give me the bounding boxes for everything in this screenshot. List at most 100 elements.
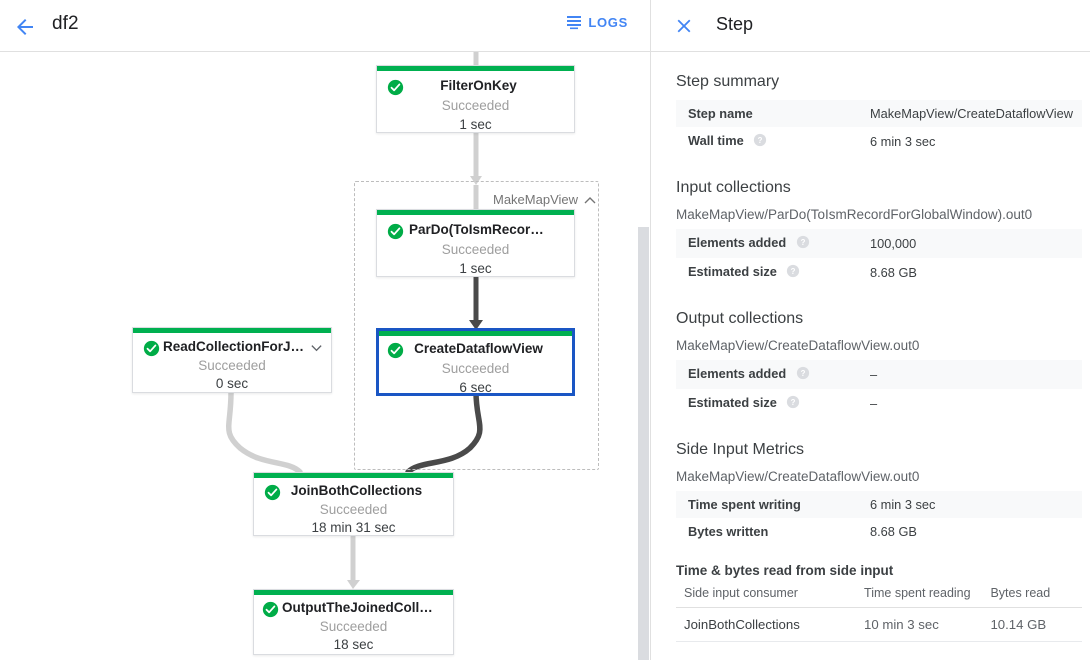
cell-time: 10 min 3 sec — [856, 607, 983, 642]
node-time: 18 min 31 sec — [311, 520, 396, 535]
check-circle-icon — [264, 484, 281, 501]
node-status: Succeeded — [319, 619, 388, 634]
row-value: 6 min 3 sec — [870, 134, 936, 149]
node-status-bar — [379, 331, 572, 336]
chevron-down-icon[interactable] — [310, 341, 323, 354]
table-row: Time spent writing 6 min 3 sec — [676, 491, 1082, 518]
job-graph-canvas[interactable]: MakeMapView FilterOnKey Succeeded 1 sec — [0, 52, 650, 660]
node-status-bar — [254, 590, 453, 595]
row-key: Bytes written — [688, 524, 769, 539]
column-header-bytes: Bytes read — [982, 580, 1082, 608]
node-status: Succeeded — [441, 98, 510, 113]
table-row[interactable]: JoinBothCollections 10 min 3 sec 10.14 G… — [676, 607, 1082, 642]
help-icon[interactable]: ? — [753, 133, 767, 150]
check-circle-icon — [262, 601, 279, 618]
node-time: 18 sec — [333, 637, 374, 652]
cell-consumer: JoinBothCollections — [676, 607, 857, 642]
row-key: Time spent writing — [688, 497, 801, 512]
section-output-collections: Output collections MakeMapView/CreateDat… — [651, 309, 1090, 418]
row-value: 8.68 GB — [870, 524, 917, 539]
graph-node-outputthejoinedcollec[interactable]: OutputTheJoinedCollec… Succeeded 18 sec — [253, 589, 454, 655]
spacer — [651, 418, 1090, 440]
column-header-time: Time spent reading — [856, 580, 983, 608]
help-icon[interactable]: ? — [796, 366, 810, 383]
logs-button[interactable]: LOGS — [566, 14, 628, 30]
graph-scrollbar-track[interactable] — [637, 52, 650, 660]
table-row: Elements added ? – — [676, 360, 1082, 389]
graph-scrollbar-thumb[interactable] — [638, 227, 649, 660]
section-heading: Output collections — [676, 310, 804, 327]
node-title: JoinBothCollections — [290, 483, 423, 498]
side-input-read-title: Time & bytes read from side input — [676, 563, 894, 578]
node-title: ReadCollectionForJoin — [163, 339, 307, 354]
node-time: 1 sec — [459, 117, 492, 132]
logs-button-label: LOGS — [588, 14, 628, 30]
side-input-read-table: Side input consumer Time spent reading B… — [676, 580, 1082, 642]
node-status-bar — [377, 66, 574, 71]
cell-bytes: 10.14 GB — [982, 607, 1082, 642]
graph-node-pardo-toismrecordfor[interactable]: ParDo(ToIsmRecordFor… Succeeded 1 sec — [376, 209, 575, 277]
check-circle-icon — [387, 342, 404, 359]
row-key: Estimated size ? — [676, 258, 858, 287]
section-heading: Input collections — [676, 179, 791, 196]
group-makemapview[interactable] — [354, 181, 599, 470]
graph-edges — [225, 52, 483, 589]
output-collections-table: Elements added ? – Estima — [676, 360, 1082, 418]
row-value: 100,000 — [870, 236, 917, 251]
row-key: Step name — [688, 106, 753, 121]
node-status-bar — [377, 210, 574, 215]
job-graph-pane: df2 LOGS — [0, 0, 650, 660]
check-circle-icon — [143, 340, 160, 357]
node-title: OutputTheJoinedCollec… — [282, 600, 439, 615]
node-status-bar — [254, 473, 453, 478]
collection-name: MakeMapView/CreateDataflowView.out0 — [676, 469, 920, 484]
row-value: – — [870, 367, 878, 382]
row-value: 8.68 GB — [870, 265, 917, 280]
step-panel-title: Step — [716, 14, 754, 34]
section-heading: Step summary — [676, 73, 780, 90]
close-icon[interactable] — [671, 13, 697, 39]
table-header-row: Side input consumer Time spent reading B… — [676, 580, 1082, 608]
row-key: Wall time ? — [676, 127, 858, 156]
graph-node-joinbothcollections[interactable]: JoinBothCollections Succeeded 18 min 31 … — [253, 472, 454, 536]
chevron-up-icon[interactable] — [583, 194, 597, 208]
node-status: Succeeded — [319, 502, 388, 517]
section-side-input-metrics: Side Input Metrics MakeMapView/CreateDat… — [651, 440, 1090, 642]
page-title: df2 — [52, 13, 79, 34]
help-icon[interactable]: ? — [796, 235, 810, 252]
help-icon[interactable]: ? — [786, 395, 800, 412]
svg-text:?: ? — [791, 267, 796, 276]
table-row: Elements added ? 100,000 — [676, 229, 1082, 258]
node-status: Succeeded — [441, 361, 510, 376]
side-input-metrics-table: Time spent writing 6 min 3 sec Bytes wri… — [676, 491, 1082, 545]
node-status-bar — [133, 328, 331, 333]
group-makemapview-label: MakeMapView — [493, 192, 579, 207]
graph-node-readcollectionforjoin[interactable]: ReadCollectionForJoin Succeeded 0 sec — [132, 327, 332, 393]
column-header-consumer: Side input consumer — [676, 580, 857, 608]
help-icon[interactable]: ? — [786, 264, 800, 281]
graph-node-createdataflowview[interactable]: CreateDataflowView Succeeded 6 sec — [376, 328, 575, 396]
node-time: 0 sec — [215, 376, 249, 391]
row-value: MakeMapView/CreateDataflowView — [870, 106, 1073, 121]
section-input-collections: Input collections MakeMapView/ParDo(ToIs… — [651, 178, 1090, 287]
row-value: – — [870, 396, 878, 411]
node-time: 1 sec — [459, 261, 492, 276]
node-status: Succeeded — [198, 358, 266, 373]
step-details-pane: Step Step summary Step name MakeMapView/… — [651, 0, 1090, 660]
job-graph-header: df2 LOGS — [0, 0, 650, 52]
step-panel-body: Step summary Step name MakeMapView/Creat… — [651, 52, 1090, 660]
table-row: Estimated size ? 8.68 GB — [676, 258, 1082, 287]
row-value: 6 min 3 sec — [870, 497, 936, 512]
step-summary-table: Step name MakeMapView/CreateDataflowView… — [676, 100, 1082, 156]
back-arrow-icon[interactable] — [10, 12, 40, 42]
row-key: Elements added ? — [676, 229, 858, 258]
graph-node-filteronkey[interactable]: FilterOnKey Succeeded 1 sec — [376, 65, 575, 133]
section-step-summary: Step summary Step name MakeMapView/Creat… — [651, 72, 1090, 156]
row-key-label: Elements added — [688, 235, 787, 250]
check-circle-icon — [387, 79, 404, 96]
collection-name: MakeMapView/ParDo(ToIsmRecordForGlobalWi… — [676, 207, 1033, 222]
row-key-label: Elements added — [688, 366, 787, 381]
svg-text:?: ? — [800, 369, 805, 378]
section-heading: Side Input Metrics — [676, 441, 805, 458]
